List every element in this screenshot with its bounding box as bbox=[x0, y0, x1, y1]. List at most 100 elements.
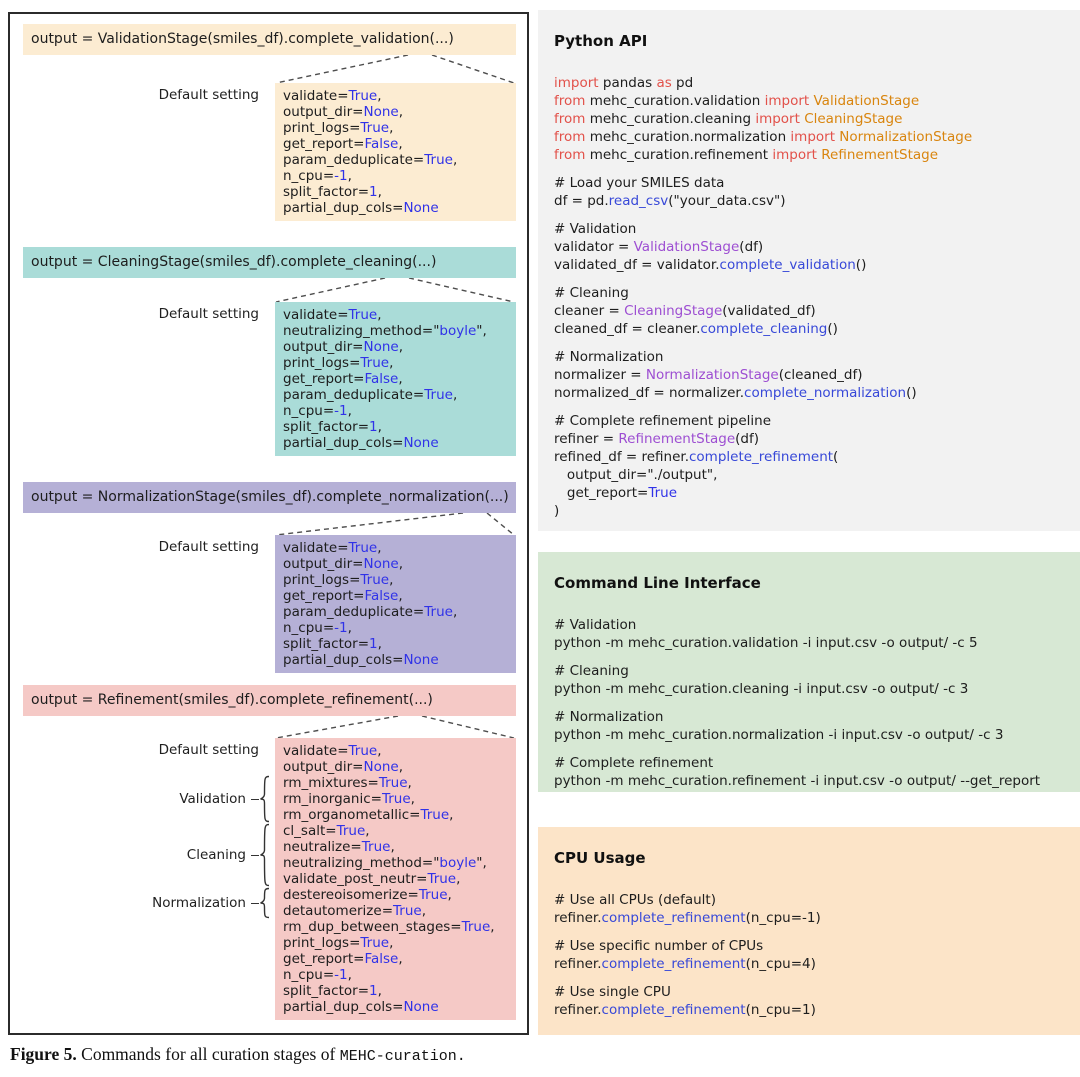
code-token: output_dir="./output", bbox=[554, 467, 718, 483]
code-token: ( bbox=[833, 449, 839, 465]
param-line: get_report=False, bbox=[283, 136, 516, 152]
code-token: True bbox=[348, 88, 378, 104]
left-figure-box: output = ValidationStage(smiles_df).comp… bbox=[8, 12, 529, 1035]
code-token: True bbox=[427, 871, 457, 887]
code-token: get_report= bbox=[283, 588, 365, 604]
code-token: None bbox=[403, 200, 439, 216]
code-token: , bbox=[482, 323, 487, 339]
code-token: , bbox=[377, 540, 382, 556]
code-token: , bbox=[398, 104, 403, 120]
param-line: output_dir=None, bbox=[283, 339, 516, 355]
code-token: 1 bbox=[369, 419, 378, 435]
caption-package-name: MEHC-curation. bbox=[339, 1048, 466, 1065]
code-line: df = pd.read_csv("your_data.csv") bbox=[554, 192, 1072, 210]
param-line: partial_dup_cols=None bbox=[283, 999, 516, 1015]
param-line: print_logs=True, bbox=[283, 355, 516, 371]
code-token: , bbox=[398, 588, 403, 604]
group-bracket-validation: Validation bbox=[179, 775, 271, 823]
code-token: True bbox=[393, 903, 422, 919]
param-line: destereoisomerize=True, bbox=[283, 887, 516, 903]
code-token: , bbox=[452, 152, 458, 168]
code-token: True bbox=[418, 887, 448, 903]
group-label: Cleaning bbox=[186, 847, 246, 863]
expansion-dashed-lines-icon bbox=[275, 513, 515, 535]
param-line: neutralize=True, bbox=[283, 839, 516, 855]
code-token: refiner. bbox=[554, 1002, 602, 1018]
param-line: param_deduplicate=True, bbox=[283, 387, 516, 403]
code-line: # Use all CPUs (default) bbox=[554, 891, 1072, 909]
code-token: # Use specific number of CPUs bbox=[554, 938, 764, 954]
code-token: False bbox=[364, 951, 399, 967]
default-setting-label: Default setting bbox=[158, 306, 259, 322]
code-token: , bbox=[482, 855, 487, 871]
code-token: , bbox=[452, 387, 458, 403]
code-token: mehc_curation.validation bbox=[585, 93, 765, 109]
code-token: # Use all CPUs (default) bbox=[554, 892, 716, 908]
code-token: neutralizing_method= bbox=[283, 323, 434, 339]
code-line: from mehc_curation.cleaning import Clean… bbox=[554, 110, 1072, 128]
code-token: None bbox=[363, 339, 399, 355]
expansion-dashed-lines-icon bbox=[275, 278, 515, 302]
code-line bbox=[554, 652, 1072, 662]
code-token: " bbox=[476, 855, 483, 871]
param-line: rm_dup_between_stages=True, bbox=[283, 919, 516, 935]
code-token: validate= bbox=[283, 88, 349, 104]
param-line: param_deduplicate=True, bbox=[283, 604, 516, 620]
code-token: validated_df = validator. bbox=[554, 257, 720, 273]
code-token: split_factor= bbox=[283, 184, 370, 200]
code-line: normalizer = NormalizationStage(cleaned_… bbox=[554, 366, 1072, 384]
param-line: rm_inorganic=True, bbox=[283, 791, 516, 807]
stage-section-refinement: output = Refinement(smiles_df).complete_… bbox=[23, 685, 516, 1020]
code-token: from bbox=[554, 129, 586, 145]
code-token: destereoisomerize= bbox=[283, 887, 419, 903]
connector-dash-icon bbox=[251, 798, 259, 800]
code-token: RefinementStage bbox=[821, 147, 939, 163]
code-token: # Validation bbox=[554, 221, 637, 237]
code-line bbox=[554, 338, 1072, 348]
stage-section-cleaning: output = CleaningStage(smiles_df).comple… bbox=[23, 247, 516, 456]
code-token: CleaningStage bbox=[804, 111, 903, 127]
code-line: refiner.complete_refinement(n_cpu=4) bbox=[554, 955, 1072, 973]
code-token: , bbox=[447, 887, 452, 903]
default-setting-label: Default setting bbox=[158, 87, 259, 103]
code-token: complete_refinement bbox=[601, 910, 746, 926]
code-token: complete_refinement bbox=[601, 1002, 746, 1018]
stage-section-normalization: output = NormalizationStage(smiles_df).c… bbox=[23, 482, 516, 673]
code-token: print_logs= bbox=[283, 572, 361, 588]
param-line: split_factor=1, bbox=[283, 419, 516, 435]
code-token: complete_refinement bbox=[601, 956, 746, 972]
code-line: from mehc_curation.validation import Val… bbox=[554, 92, 1072, 110]
code-token: 1 bbox=[369, 983, 378, 999]
code-line: # Complete refinement bbox=[554, 754, 1072, 772]
code-token: , bbox=[389, 935, 394, 951]
code-token: () bbox=[906, 385, 917, 401]
param-line: n_cpu=-1, bbox=[283, 403, 516, 419]
code-line: output_dir="./output", bbox=[554, 466, 1072, 484]
code-token: python -m mehc_curation.normalization -i… bbox=[554, 727, 1004, 743]
code-token: None bbox=[403, 435, 439, 451]
code-token: detautomerize= bbox=[283, 903, 394, 919]
param-line: partial_dup_cols=None bbox=[283, 652, 516, 668]
code-token: import bbox=[772, 147, 817, 163]
code-token: NormalizationStage bbox=[645, 367, 779, 383]
code-token: normalized_df = normalizer. bbox=[554, 385, 745, 401]
code-token: , bbox=[389, 120, 394, 136]
code-token: , bbox=[389, 572, 394, 588]
code-line: from mehc_curation.normalization import … bbox=[554, 128, 1072, 146]
code-token: n_cpu= bbox=[283, 403, 335, 419]
code-line: # Normalization bbox=[554, 348, 1072, 366]
code-token: (df) bbox=[739, 239, 764, 255]
code-token: neutralizing_method= bbox=[283, 855, 434, 871]
code-line bbox=[554, 210, 1072, 220]
code-token: param_deduplicate= bbox=[283, 152, 425, 168]
code-token: " bbox=[433, 323, 440, 339]
group-bracket-normalization: Normalization bbox=[152, 887, 271, 919]
code-token: , bbox=[377, 636, 382, 652]
code-token: import bbox=[764, 93, 810, 109]
code-line: normalized_df = normalizer.complete_norm… bbox=[554, 384, 1072, 402]
code-token: complete_cleaning bbox=[700, 321, 828, 337]
code-token: cleaner = bbox=[554, 303, 625, 319]
